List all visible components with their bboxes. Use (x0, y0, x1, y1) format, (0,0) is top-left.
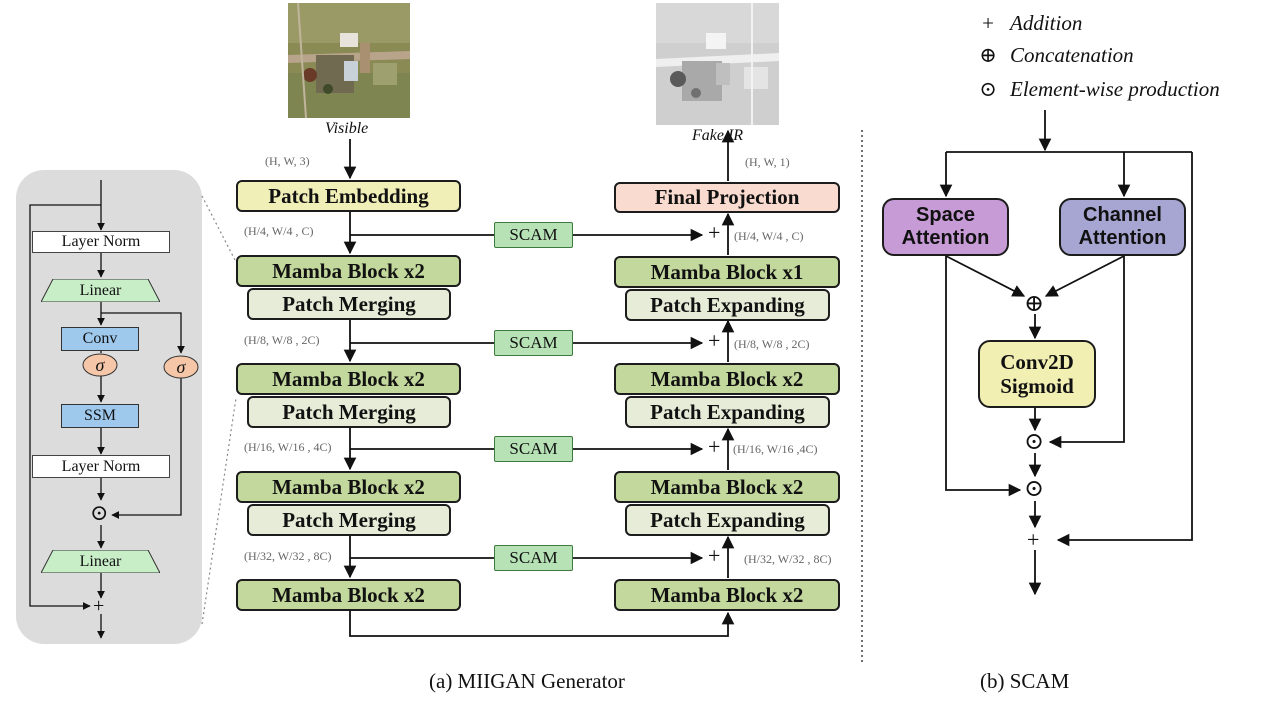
detail-product-symbol: ⊙ (90, 500, 109, 525)
decoder-dim-1: (H/4, W/4 , C) (734, 229, 804, 243)
generator-caption: (a) MIIGAN Generator (429, 669, 625, 693)
scam-product-symbol-1: ⊙ (1024, 429, 1045, 455)
encoder-dim-1: (H/4, W/4 , C) (244, 224, 314, 238)
detail-linear-bottom-label: Linear (79, 552, 122, 570)
encoder-dim-3: (H/16, W/16 , 4C) (244, 440, 332, 454)
decoder-dim-3: (H/16, W/16 ,4C) (733, 442, 818, 456)
detail-ssm-box: SSM (61, 404, 139, 428)
detail-linear-top: Linear (41, 279, 160, 302)
zoom-line-bottom (201, 397, 237, 625)
visible-label: Visible (325, 120, 369, 137)
skip-add-symbol-2: + (708, 328, 721, 353)
encoder-mamba-block-2: Mamba Block x2 (236, 363, 461, 395)
decoder-patch-expanding-1: Patch Expanding (625, 289, 830, 321)
encoder-dim-2: (H/8, W/8 , 2C) (244, 333, 320, 347)
detail-sigma-1: σ (82, 353, 118, 377)
space-attention-box: Space Attention (882, 198, 1009, 256)
encoder-dim-4: (H/32, W/32 , 8C) (244, 549, 332, 563)
fake-ir-output-image (656, 3, 779, 125)
decoder-patch-expanding-2: Patch Expanding (625, 396, 830, 428)
legend-concatenation-text: Concatenation (1010, 43, 1134, 67)
skip-add-symbol-4: + (708, 543, 721, 568)
encoder-mamba-block-3: Mamba Block x2 (236, 471, 461, 503)
detail-layer-norm-top: Layer Norm (32, 231, 170, 253)
encoder-patch-merging-3: Patch Merging (247, 504, 451, 536)
legend-element-wise: ⊙ Element-wise production (978, 77, 1220, 102)
decoder-mamba-block-4: Mamba Block x2 (614, 579, 840, 611)
legend-concatenation-symbol: ⊕ (979, 43, 997, 67)
encoder-patch-merging-1: Patch Merging (247, 288, 451, 320)
scam-skip-3: SCAM (494, 436, 573, 462)
patch-embedding-box: Patch Embedding (236, 180, 461, 212)
encoder-patch-merging-2: Patch Merging (247, 396, 451, 428)
zoom-line-top (201, 195, 237, 263)
encoder-mamba-block-1: Mamba Block x2 (236, 255, 461, 287)
decoder-dim-2: (H/8, W/8 , 2C) (734, 337, 810, 351)
decoder-mamba-block-2: Mamba Block x2 (614, 363, 840, 395)
detail-sigma-2: σ (163, 355, 199, 379)
scam-skip-2: SCAM (494, 330, 573, 356)
conv2d-sigmoid-box: Conv2D Sigmoid (978, 340, 1096, 408)
detail-sigma-1-label: σ (95, 354, 105, 375)
input-shape-label: (H, W, 3) (265, 154, 310, 168)
detail-conv-box: Conv (61, 327, 139, 351)
legend-addition-symbol: + (982, 11, 994, 35)
detail-linear-bottom: Linear (41, 550, 160, 573)
detail-layer-norm-bottom: Layer Norm (32, 455, 170, 478)
decoder-mamba-block-3: Mamba Block x2 (614, 471, 840, 503)
legend-element-wise-symbol: ⊙ (979, 77, 997, 101)
detail-linear-top-label: Linear (79, 281, 122, 299)
skip-add-symbol-1: + (708, 220, 721, 245)
fake-ir-label: Fake IR (692, 127, 744, 144)
detail-plus-symbol: + (93, 595, 105, 617)
decoder-dim-4: (H/32, W/32 , 8C) (744, 552, 832, 566)
scam-skip-1: SCAM (494, 222, 573, 248)
visible-input-image (288, 3, 410, 118)
legend-element-wise-text: Element-wise production (1010, 77, 1220, 101)
scam-product-symbol-2: ⊙ (1024, 476, 1045, 502)
scam-caption: (b) SCAM (980, 669, 1070, 693)
decoder-mamba-block-1: Mamba Block x1 (614, 256, 840, 288)
legend-concatenation: ⊕ Concatenation (978, 43, 1134, 68)
legend-addition-text: Addition (1010, 11, 1083, 35)
output-shape-label: (H, W, 1) (745, 155, 790, 169)
legend-addition: + Addition (978, 11, 1082, 36)
decoder-patch-expanding-3: Patch Expanding (625, 504, 830, 536)
scam-skip-4: SCAM (494, 545, 573, 571)
scam-concat-symbol: ⊕ (1024, 291, 1045, 317)
final-projection-box: Final Projection (614, 182, 840, 213)
detail-sigma-2-label: σ (176, 356, 186, 377)
scam-add-symbol: + (1027, 527, 1040, 552)
encoder-mamba-block-4: Mamba Block x2 (236, 579, 461, 611)
channel-attention-box: Channel Attention (1059, 198, 1186, 256)
skip-add-symbol-3: + (708, 434, 721, 459)
